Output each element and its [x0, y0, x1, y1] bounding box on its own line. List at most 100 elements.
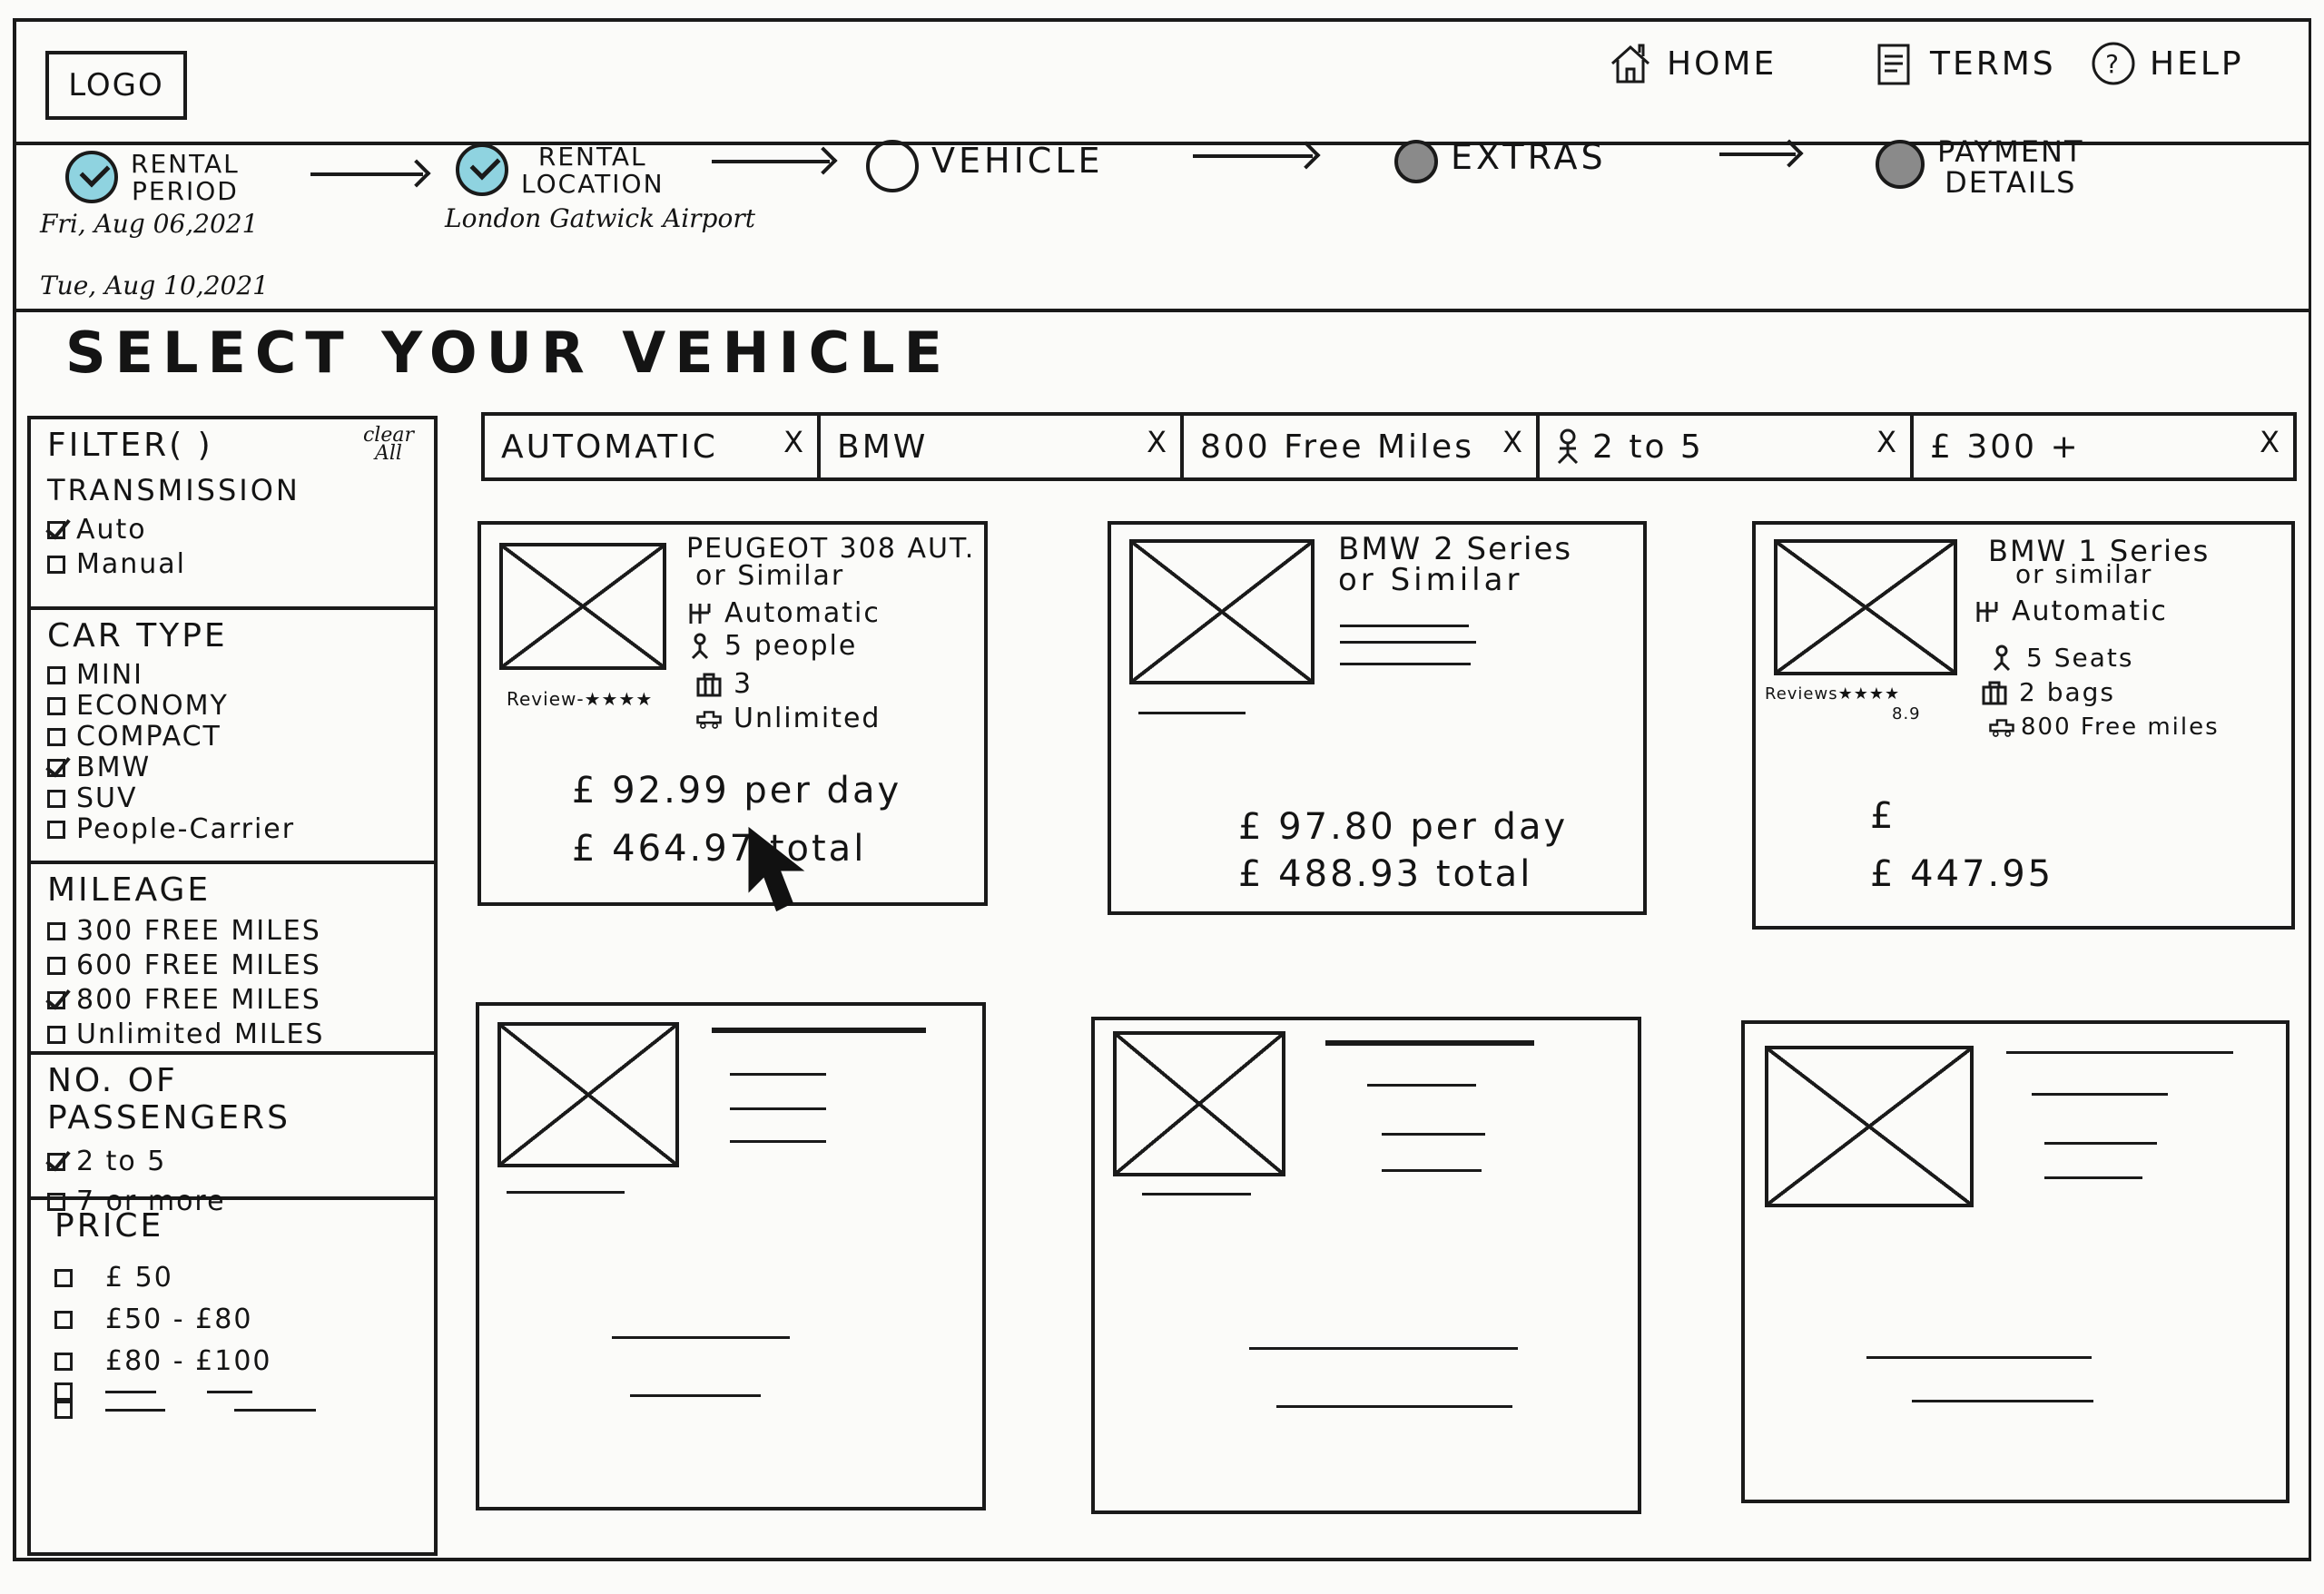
step-vehicle[interactable]: VEHICLE	[866, 140, 1104, 192]
checkbox[interactable]	[47, 666, 65, 684]
filter-option-manual[interactable]: Manual	[47, 547, 418, 582]
vehicle-image-placeholder	[1113, 1031, 1285, 1176]
vehicle-card-placeholder[interactable]	[1741, 1020, 2290, 1503]
filter-option-price-80-100[interactable]: £80 - £100	[54, 1341, 418, 1382]
checkbox[interactable]	[47, 1193, 65, 1211]
text-placeholder-line	[507, 1191, 625, 1194]
checkbox[interactable]	[54, 1401, 73, 1419]
filter-option-auto[interactable]: Auto	[47, 513, 418, 547]
document-icon	[1870, 40, 1917, 87]
chip-price[interactable]: £ 300 +X	[1914, 416, 2293, 477]
checkbox[interactable]	[47, 1026, 65, 1044]
filter-option-people-carrier[interactable]: People-Carrier	[47, 814, 418, 845]
checkbox[interactable]	[47, 759, 65, 777]
filter-option-placeholder[interactable]	[54, 1401, 418, 1419]
vehicle-card-placeholder[interactable]	[476, 1002, 986, 1510]
filter-option-2-to-5[interactable]: 2 to 5	[47, 1142, 418, 1182]
filter-option-7-or-more[interactable]: 7 or more	[47, 1182, 418, 1222]
nav-help[interactable]: ? HELP	[2090, 36, 2244, 91]
vehicle-card-placeholder[interactable]	[1091, 1017, 1641, 1514]
option-label: 800 FREE MILES	[76, 984, 321, 1016]
spec-passengers: 5 people	[686, 630, 857, 662]
close-icon[interactable]: X	[1876, 425, 1899, 459]
car-icon	[1988, 713, 2015, 741]
filter-passengers: NO. OF PASSENGERS 2 to 5 7 or more	[31, 1055, 434, 1217]
spec-passengers: 5 Seats	[1988, 643, 2133, 673]
nav-home-label: HOME	[1667, 44, 1777, 83]
step-extras[interactable]: EXTRAS	[1394, 140, 1607, 183]
spec-label: Automatic	[2012, 595, 2168, 627]
review-rating: Reviews★★★★	[1765, 684, 1901, 704]
section-heading: NO. OF PASSENGERS	[47, 1062, 290, 1136]
vehicle-card[interactable]: PEUGEOT 308 AUT. or Similar Automatic 5 …	[478, 521, 988, 906]
filter-option-price-50[interactable]: £ 50	[54, 1257, 418, 1299]
close-icon[interactable]: X	[783, 425, 806, 459]
checkbox[interactable]	[54, 1353, 73, 1371]
close-icon[interactable]: X	[1502, 425, 1525, 459]
filter-option-price-50-80[interactable]: £50 - £80	[54, 1299, 418, 1341]
spec-label: 5 Seats	[2026, 643, 2134, 673]
checkbox[interactable]	[47, 957, 65, 975]
filter-option-placeholder[interactable]	[54, 1382, 418, 1401]
home-icon	[1607, 40, 1654, 87]
checkbox[interactable]	[54, 1269, 73, 1287]
filter-option-unlimited-miles[interactable]: Unlimited MILES	[47, 1018, 418, 1052]
option-label: People-Carrier	[76, 813, 296, 845]
step-payment-details[interactable]: PAYMENT DETAILS	[1876, 136, 2084, 198]
checkbox[interactable]	[47, 1153, 65, 1171]
vehicle-card[interactable]: BMW 1 Series or similar Automatic 5 Seat…	[1752, 521, 2295, 930]
vehicle-image-placeholder	[497, 1022, 679, 1167]
chip-automatic[interactable]: AUTOMATIC X	[485, 416, 821, 477]
placeholder-line	[105, 1408, 165, 1412]
checkbox[interactable]	[47, 821, 65, 839]
step-rental-location[interactable]: RENTAL LOCATION	[456, 143, 665, 198]
text-placeholder-line	[1340, 641, 1476, 644]
checkbox[interactable]	[47, 922, 65, 940]
step-rental-period[interactable]: RENTAL PERIOD	[65, 151, 240, 205]
spec-transmission: Automatic	[1974, 595, 2168, 627]
filter-option-mini[interactable]: MINI	[47, 660, 418, 691]
vehicle-image-placeholder	[1765, 1046, 1974, 1207]
clear-all-label: clear	[362, 424, 414, 447]
option-label: Unlimited MILES	[76, 1018, 325, 1050]
chip-label: AUTOMATIC	[501, 428, 718, 466]
checkbox[interactable]	[47, 697, 65, 715]
checkbox[interactable]	[47, 991, 65, 1009]
spec-label: 5 people	[724, 630, 858, 662]
vehicle-card[interactable]: BMW 2 Series or Similar £ 97.80 per day …	[1108, 521, 1647, 915]
checkbox[interactable]	[47, 790, 65, 808]
vehicle-name: BMW 2 Series	[1338, 531, 1573, 567]
filter-option-600-miles[interactable]: 600 FREE MILES	[47, 949, 418, 983]
vehicle-name-sub: or Similar	[1338, 562, 1523, 598]
vehicle-name-sub: or Similar	[695, 560, 845, 592]
checkbox[interactable]	[47, 521, 65, 539]
filter-sidebar: FILTER( ) clear All TRANSMISSION Auto Ma…	[27, 416, 438, 1556]
step-done-icon	[456, 143, 508, 196]
option-label: Auto	[76, 514, 147, 546]
filter-option-bmw[interactable]: BMW	[47, 753, 418, 783]
checkbox[interactable]	[54, 1382, 73, 1401]
filter-option-suv[interactable]: SUV	[47, 783, 418, 814]
nav-home[interactable]: HOME	[1607, 36, 1777, 91]
step-label: VEHICLE	[931, 141, 1104, 181]
filter-option-compact[interactable]: COMPACT	[47, 722, 418, 753]
price-per-day: £	[1870, 795, 1896, 837]
clear-all-button[interactable]: clear All	[362, 424, 414, 464]
checkbox[interactable]	[54, 1311, 73, 1329]
checkbox[interactable]	[47, 556, 65, 574]
close-icon[interactable]: X	[1147, 425, 1169, 459]
filter-option-economy[interactable]: ECONOMY	[47, 691, 418, 722]
filter-option-800-miles[interactable]: 800 FREE MILES	[47, 983, 418, 1018]
logo[interactable]: LOGO	[45, 51, 187, 120]
checkbox[interactable]	[47, 728, 65, 746]
car-icon	[695, 705, 723, 733]
spec-bags: 2 bags	[1981, 677, 2115, 707]
filter-option-300-miles[interactable]: 300 FREE MILES	[47, 914, 418, 949]
help-icon: ?	[2090, 40, 2137, 87]
page-frame	[13, 18, 2311, 1561]
close-icon[interactable]: X	[2260, 425, 2282, 459]
nav-terms[interactable]: TERMS	[1870, 36, 2056, 91]
